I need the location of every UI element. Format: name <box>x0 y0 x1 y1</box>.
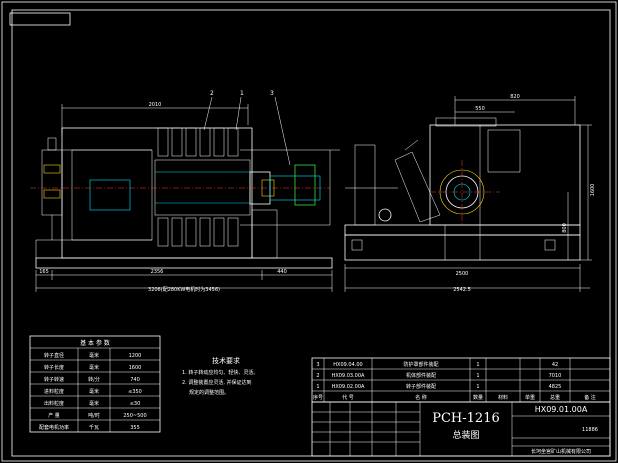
bom-header-cell: 单重 <box>525 394 535 401</box>
model-name: PCH-1216 <box>432 411 500 426</box>
company-name: 长坷坐宫矿山机械有限公司 <box>531 448 591 455</box>
bom-cell-weight: 7010 <box>549 373 562 379</box>
params-cell: 转子直径 <box>44 352 64 359</box>
bom-cell-name: 转子部件装配 <box>406 383 436 390</box>
bom-header-cell: 总重 <box>550 394 560 401</box>
bom-cell-code: HX09.03.00A <box>332 373 365 379</box>
params-cell: ≤30 <box>130 401 141 407</box>
bom-header-cell: 代 号 <box>342 394 354 401</box>
dim-820: 820 <box>510 94 520 100</box>
drawing-name: 总装图 <box>452 429 479 441</box>
params-cell: 1200 <box>129 353 142 359</box>
bom-cell-no: 3 <box>316 362 319 368</box>
bom-cell-no: 1 <box>316 384 319 390</box>
bom-header-cell: 序号 <box>313 394 323 401</box>
params-cell: 355 <box>130 425 140 431</box>
dim-550: 550 <box>475 106 485 112</box>
bom-header-cell: 备 注 <box>584 394 596 401</box>
side-view: 820 550 1600 800 <box>344 94 596 293</box>
dim-440: 440 <box>277 269 287 275</box>
params-cell: 740 <box>130 377 140 383</box>
bom-cell-name: 机体部件装配 <box>406 372 436 379</box>
dim-2542: 2542.5 <box>453 287 471 293</box>
requirement-1: 1. 转子转动应均匀、轻快、灵活。 <box>182 369 258 376</box>
requirement-2: 2. 调整装置应灵活, 并保证达到 <box>182 379 252 386</box>
params-cell: 吨/时 <box>88 412 100 419</box>
bom-table: 3 HX09.04.00 防护罩部件装配 1 42 2 HX09.03.00A 机体部件装配 1… <box>311 357 611 403</box>
bom-cell-weight: 42 <box>552 362 558 368</box>
requirements: 技术要求 1. 转子转动应均匀、轻快、灵活。 2. 调整装置应灵活, 并保证达到… <box>182 356 258 396</box>
dim-165: 165 <box>39 269 49 275</box>
dim-2500: 2500 <box>456 271 469 277</box>
dim-2010: 2010 <box>149 102 162 108</box>
bom-cell-qty: 1 <box>476 373 479 379</box>
title-block: PCH-1216 总装图 HX09.01.00A 11886 长坷坐宫矿山机械有… <box>311 401 611 457</box>
params-cell: 毫米 <box>89 364 99 371</box>
params-cell: 毫米 <box>89 388 99 395</box>
inner-frame <box>11 9 611 457</box>
params-cell: 出料粒度 <box>44 400 64 407</box>
callout-1: 1 <box>240 90 244 97</box>
drawing-number: HX09.01.00A <box>535 405 588 414</box>
bom-cell-code: HX09.02.00A <box>332 384 365 390</box>
dim-800: 800 <box>562 223 568 233</box>
bom-header-cell: 名 称 <box>415 394 427 401</box>
total-weight: 11886 <box>582 427 598 433</box>
params-cell: 千瓦 <box>89 424 99 431</box>
front-view: 2010 2 1 3 <box>30 90 340 293</box>
dim-2356: 2356 <box>151 269 164 275</box>
bom-cell-qty: 1 <box>476 384 479 390</box>
requirement-3: 规定的调整范围。 <box>189 389 229 396</box>
params-cell: 毫米 <box>89 400 99 407</box>
dim-overall-note: 3206(配280KW电机时为3456) <box>148 286 220 293</box>
requirements-title: 技术要求 <box>212 356 240 365</box>
rotated-drawing-number: HX09.01.00A <box>14 14 66 22</box>
params-cell: 转/分 <box>88 376 100 383</box>
params-cell: 进料粒度 <box>44 388 64 395</box>
params-cell: 毫米 <box>89 352 99 359</box>
params-cell: 产 量 <box>48 412 60 419</box>
params-cell: 配套电机功率 <box>39 424 69 431</box>
bom-header-cell: 材料 <box>498 394 508 401</box>
params-cell: 转子转速 <box>44 376 64 383</box>
bom-header-cell: 数量 <box>473 394 483 401</box>
rotated-number-box <box>9 12 71 26</box>
bom-cell-no: 2 <box>316 373 319 379</box>
params-cell: ≤350 <box>128 389 142 395</box>
bom-cell-weight: 4825 <box>549 384 562 390</box>
bom-cell-qty: 1 <box>476 362 479 368</box>
params-cell: 1600 <box>129 365 142 371</box>
callout-2: 2 <box>210 90 214 97</box>
bom-cell-name: 防护罩部件装配 <box>403 361 438 368</box>
params-title: 基 本 参 数 <box>80 339 110 347</box>
bom-cell-code: HX09.04.00 <box>333 362 362 368</box>
params-cell: 转子长度 <box>44 364 64 371</box>
dim-1600: 1600 <box>590 184 596 197</box>
callout-3: 3 <box>270 90 274 97</box>
params-cell: 250~500 <box>123 413 146 419</box>
